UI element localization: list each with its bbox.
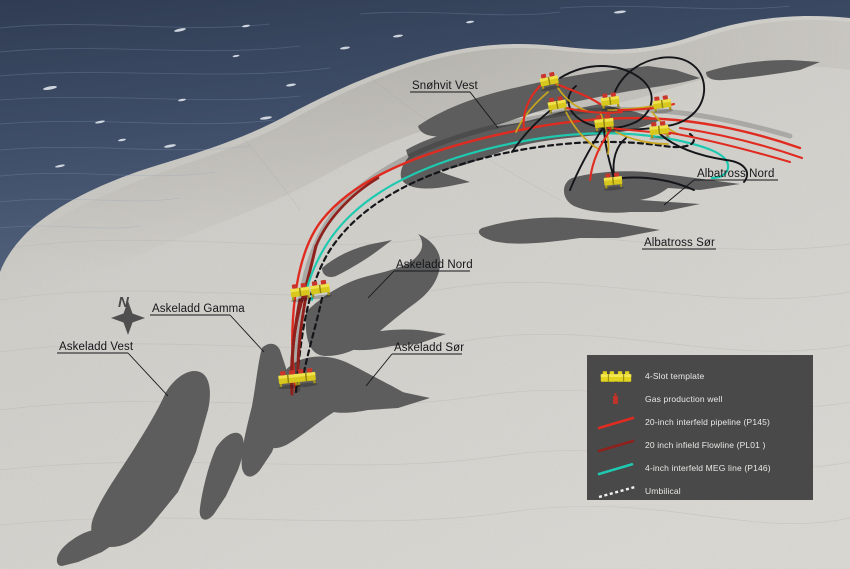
leader-askeladd-nord (367, 270, 470, 299)
subsea-tmpl-snohvit-1 (537, 71, 561, 93)
umbilical-albatross-east (621, 176, 695, 191)
reservoir-albatross-sor (478, 217, 660, 244)
legend-item-template: 4-Slot template (587, 365, 813, 388)
legend-swatch-p145 (587, 413, 645, 433)
field-label-snohvit-vest: Snøhvit Vest (412, 80, 478, 92)
subsea-tmpl-snohvit-6 (647, 120, 671, 141)
subsea-tmpl-albatross (602, 171, 625, 192)
leader-askeladd-gamma (150, 314, 265, 353)
label-leader-lines (57, 91, 778, 397)
subsea-tmpl-snohvit-5 (592, 113, 616, 134)
leader-albatross-nord (663, 179, 778, 206)
legend-label-umbilical: Umbilical (645, 486, 681, 497)
reservoir-askeladd-gamma (241, 343, 288, 477)
umbilical-askeladd (302, 296, 324, 374)
reservoir-snohvit-east (706, 60, 820, 81)
reservoir-askeladd-vest-tail (56, 529, 120, 566)
wave-caps (43, 10, 626, 168)
pipeline-p145 (291, 116, 802, 394)
legend-swatch-template (587, 367, 645, 387)
subsea-tmpl-askeladd-n2 (308, 279, 332, 301)
field-label-askeladd-sor: Askeladd Sør (394, 342, 465, 354)
umbilical-albatross (612, 137, 627, 177)
flowline-pl01-upper (314, 176, 380, 248)
subsea-tmpl-askeladd-s1 (276, 369, 300, 390)
legend-label-p145: 20-inch interfeld pipeline (P145) (645, 417, 770, 428)
legend-swatch-umbilical (587, 482, 645, 502)
subsea-tmpl-snohvit-2 (545, 95, 569, 116)
legend-swatch-pl01 (587, 436, 645, 456)
legend-swatch-well (587, 390, 645, 410)
field-label-askeladd-vest: Askeladd Vest (59, 341, 134, 353)
legend-label-well: Gas production well (645, 394, 723, 405)
subsea-tmpl-askeladd-n1 (288, 282, 312, 304)
field-label-albatross-nord: Albatross Nord (697, 168, 775, 180)
subsea-tmpl-askeladd-s2 (294, 367, 318, 388)
askeladd-flowlines (290, 294, 308, 374)
legend-item-meg: 4-inch interfeld MEG line (P146) (587, 457, 813, 480)
compass-north-letter: N (118, 294, 129, 311)
subsea-tmpl-snohvit-3 (599, 91, 622, 112)
legend-item-well: Gas production well (587, 388, 813, 411)
reservoir-askeladd-nord (305, 234, 441, 356)
legend-item-p145: 20-inch interfeld pipeline (P145) (587, 411, 813, 434)
legend-label-meg: 4-inch interfeld MEG line (P146) (645, 463, 771, 474)
pipeline-p145-branch (678, 126, 804, 160)
reservoir-gamma-east-patch (199, 432, 244, 520)
shelf-edge-shading (0, 19, 850, 331)
legend-item-umbilical: Umbilical (587, 480, 813, 503)
legend-label-pl01: 20 inch infield Flowline (PL01 ) (645, 440, 766, 451)
reservoir-askeladd-vest (91, 370, 210, 548)
compass-rose (111, 301, 145, 335)
field-label-albatross-sor: Albatross Sør (644, 237, 715, 249)
leader-askeladd-vest (57, 352, 169, 397)
field-label-askeladd-gamma: Askeladd Gamma (152, 303, 245, 315)
reservoir-askeladd-nord-spur (322, 240, 392, 278)
subsea-templates (276, 71, 674, 390)
reservoir-askeladd-sor-arm (340, 329, 446, 351)
leader-askeladd-sor (365, 353, 462, 387)
subsea-tmpl-snohvit-4 (651, 94, 674, 115)
legend-swatch-meg (587, 459, 645, 479)
legend-item-pl01: 20 inch infield Flowline (PL01 ) (587, 434, 813, 457)
legend-label-template: 4-Slot template (645, 371, 705, 382)
field-label-askeladd-nord: Askeladd Nord (396, 259, 473, 271)
reservoir-askeladd-sor-wedge (322, 390, 430, 413)
leader-snohvit-vest (410, 91, 499, 129)
sea-water (0, 0, 850, 272)
